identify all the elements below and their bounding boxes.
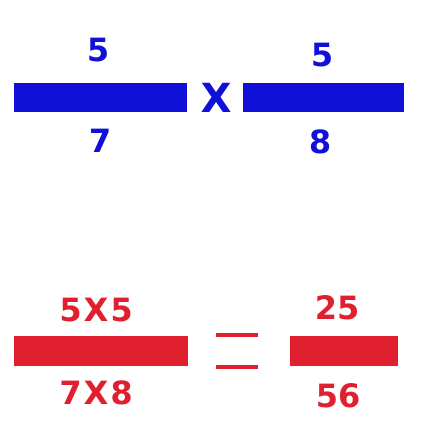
top-left-numerator: 5 <box>86 31 110 69</box>
bottom-left-numerator: 5X5 <box>59 291 135 329</box>
multiply-sign: X <box>200 76 232 122</box>
top-left-fraction-bar <box>14 83 187 112</box>
bottom-left-denominator: 7X8 <box>59 374 135 412</box>
top-right-fraction-bar <box>243 83 404 112</box>
equals-sign-top-line <box>216 333 258 337</box>
bottom-right-denominator: 56 <box>315 377 361 415</box>
bottom-right-fraction-bar <box>290 336 398 366</box>
equals-sign-bottom-line <box>216 365 258 369</box>
top-left-denominator: 7 <box>88 122 112 160</box>
top-right-numerator: 5 <box>310 36 334 74</box>
bottom-left-fraction-bar <box>14 336 188 366</box>
top-right-denominator: 8 <box>308 123 332 161</box>
bottom-right-numerator: 25 <box>314 289 360 327</box>
